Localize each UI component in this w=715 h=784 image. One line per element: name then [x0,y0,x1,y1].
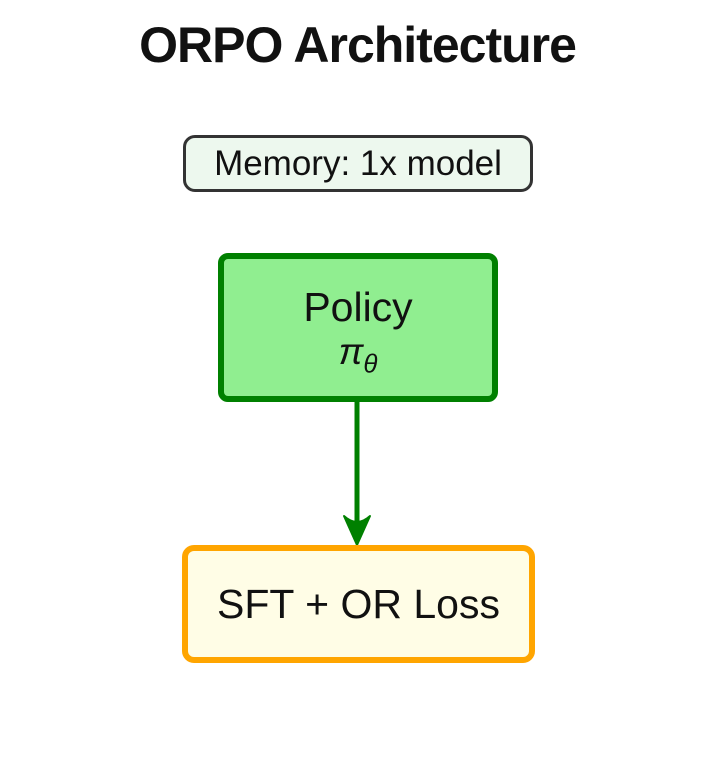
arrow-head [343,515,371,546]
policy-symbol: πθ [338,330,378,377]
node-sft-or-loss: SFT + OR Loss [182,545,535,663]
diagram-title: ORPO Architecture [139,17,577,73]
policy-label: Policy [303,283,413,330]
node-policy: Policy πθ [218,253,498,402]
policy-symbol-theta: θ [363,350,378,379]
policy-symbol-pi: π [338,330,364,372]
sft-or-loss-label: SFT + OR Loss [217,580,500,627]
memory-badge-label: Memory: 1x model [214,143,502,183]
memory-badge: Memory: 1x model [183,135,533,192]
